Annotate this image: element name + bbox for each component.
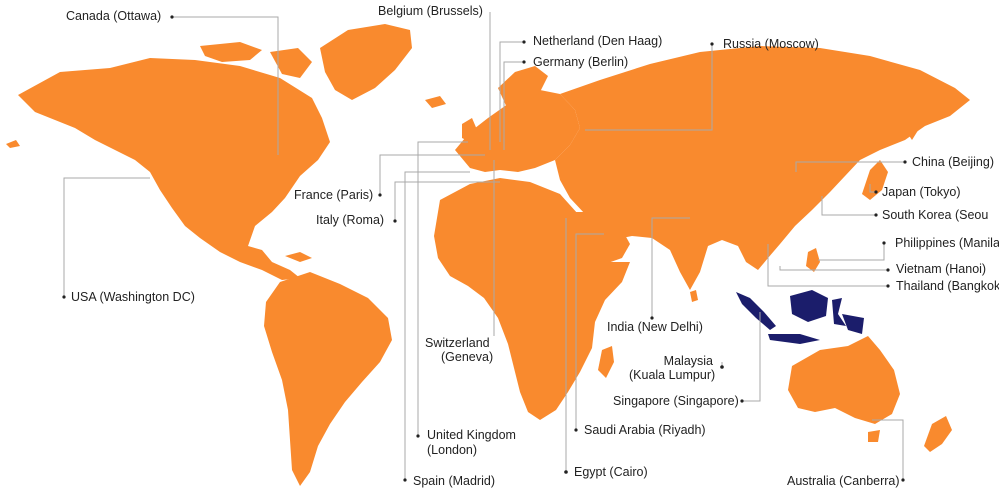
dot-germany — [522, 60, 526, 64]
leader-germany — [503, 61, 524, 150]
europe-landmass — [455, 90, 580, 172]
leader-russia — [585, 44, 713, 131]
dot-vietnam — [886, 268, 890, 272]
baffin-island — [270, 48, 312, 78]
label-south-korea: South Korea (Seou — [882, 208, 989, 222]
philippines-landmass — [806, 248, 820, 272]
leader-saudi — [575, 233, 604, 430]
south-america-landmass — [264, 272, 392, 486]
sulawesi-highlight — [832, 298, 846, 326]
leader-china — [795, 161, 905, 172]
leader-france — [379, 154, 485, 195]
label-saudi-arabia: Saudi Arabia (Riyadh) — [584, 423, 706, 437]
dot-russia — [710, 42, 714, 46]
leader-endpoints — [62, 15, 907, 482]
label-belgium: Belgium (Brussels) — [378, 4, 483, 18]
leader-italy — [394, 181, 500, 221]
dot-india — [650, 316, 654, 320]
label-russia: Russia (Moscow) — [723, 37, 819, 51]
label-france: France (Paris) — [294, 188, 374, 202]
dot-canada — [170, 15, 174, 19]
highlighted-region — [736, 290, 864, 344]
dot-italy — [393, 219, 397, 223]
leader-uk — [417, 141, 468, 436]
label-uk-line1: United Kingdom — [427, 428, 516, 442]
japan-landmass — [862, 160, 888, 200]
leader-canada — [172, 16, 279, 155]
label-canada: Canada (Ottawa) — [66, 9, 162, 23]
alaska-islet — [6, 140, 20, 148]
label-germany: Germany (Berlin) — [533, 55, 629, 69]
leader-thailand — [767, 244, 888, 287]
asia-landmass — [555, 46, 970, 290]
kamchatka-landmass — [904, 104, 922, 140]
label-india: India (New Delhi) — [607, 320, 703, 334]
label-switzerland-line1: Switzerland — [425, 336, 490, 350]
dot-australia — [901, 478, 905, 482]
dot-france — [378, 193, 382, 197]
leader-japan — [869, 184, 876, 193]
dot-uk — [416, 434, 420, 438]
sri-lanka-landmass — [690, 290, 698, 302]
greenland-landmass — [320, 24, 412, 100]
label-japan: Japan (Tokyo) — [882, 185, 961, 199]
label-malaysia-line2: (Kuala Lumpur) — [629, 368, 716, 382]
caribbean-islands — [285, 252, 312, 262]
label-netherland: Netherland (Den Haag) — [533, 34, 663, 48]
label-thailand: Thailand (Bangkok — [896, 279, 999, 293]
dot-japan — [874, 190, 878, 194]
leader-netherland — [499, 41, 524, 142]
java-highlight — [768, 334, 820, 344]
continents — [6, 24, 970, 486]
australia-landmass — [788, 336, 900, 424]
label-australia: Australia (Canberra) — [787, 474, 900, 488]
dot-thailand — [886, 284, 890, 288]
leader-india — [651, 217, 690, 318]
leader-vietnam — [779, 266, 888, 271]
dot-netherland — [522, 40, 526, 44]
arctic-islands — [200, 42, 262, 62]
label-spain: Spain (Madrid) — [413, 474, 495, 488]
tasmania-landmass — [868, 430, 880, 442]
uk-landmass — [462, 118, 478, 142]
label-china: China (Beijing) — [912, 155, 994, 169]
label-vietnam: Vietnam (Hanoi) — [896, 262, 987, 276]
leader-philippines — [818, 243, 885, 261]
dot-egypt — [564, 470, 568, 474]
sumatra-highlight — [736, 292, 776, 330]
dot-saudi — [574, 428, 578, 432]
label-philippines: Philippines (Manila — [895, 236, 999, 250]
leader-usa — [63, 177, 150, 297]
arabia-landmass — [572, 212, 630, 264]
leader-lines — [63, 12, 905, 480]
dot-southkorea — [874, 213, 878, 217]
madagascar-landmass — [598, 346, 614, 378]
dot-singapore — [740, 399, 744, 403]
leader-singapore — [742, 312, 761, 402]
label-uk-line2: (London) — [427, 443, 478, 457]
papua-highlight — [842, 314, 864, 334]
scandinavia-landmass — [498, 66, 548, 110]
new-zealand-landmass — [924, 416, 952, 452]
africa-landmass — [434, 178, 630, 420]
leader-spain — [404, 171, 470, 480]
north-america-landmass — [18, 58, 330, 280]
leader-southkorea — [821, 196, 876, 216]
label-malaysia-line1: Malaysia — [663, 354, 713, 368]
label-singapore: Singapore (Singapore) — [613, 394, 739, 408]
label-egypt: Egypt (Cairo) — [574, 465, 648, 479]
dot-philippines — [882, 241, 886, 245]
label-italy: Italy (Roma) — [316, 213, 385, 227]
dot-usa — [62, 295, 66, 299]
dot-malaysia — [720, 365, 724, 369]
dot-spain — [403, 478, 407, 482]
dot-china — [903, 160, 907, 164]
borneo-highlight — [790, 290, 828, 322]
label-switzerland-line2: (Geneva) — [441, 350, 494, 364]
leader-australia — [872, 419, 904, 480]
label-usa: USA (Washington DC) — [71, 290, 195, 304]
iceland-landmass — [425, 96, 446, 108]
